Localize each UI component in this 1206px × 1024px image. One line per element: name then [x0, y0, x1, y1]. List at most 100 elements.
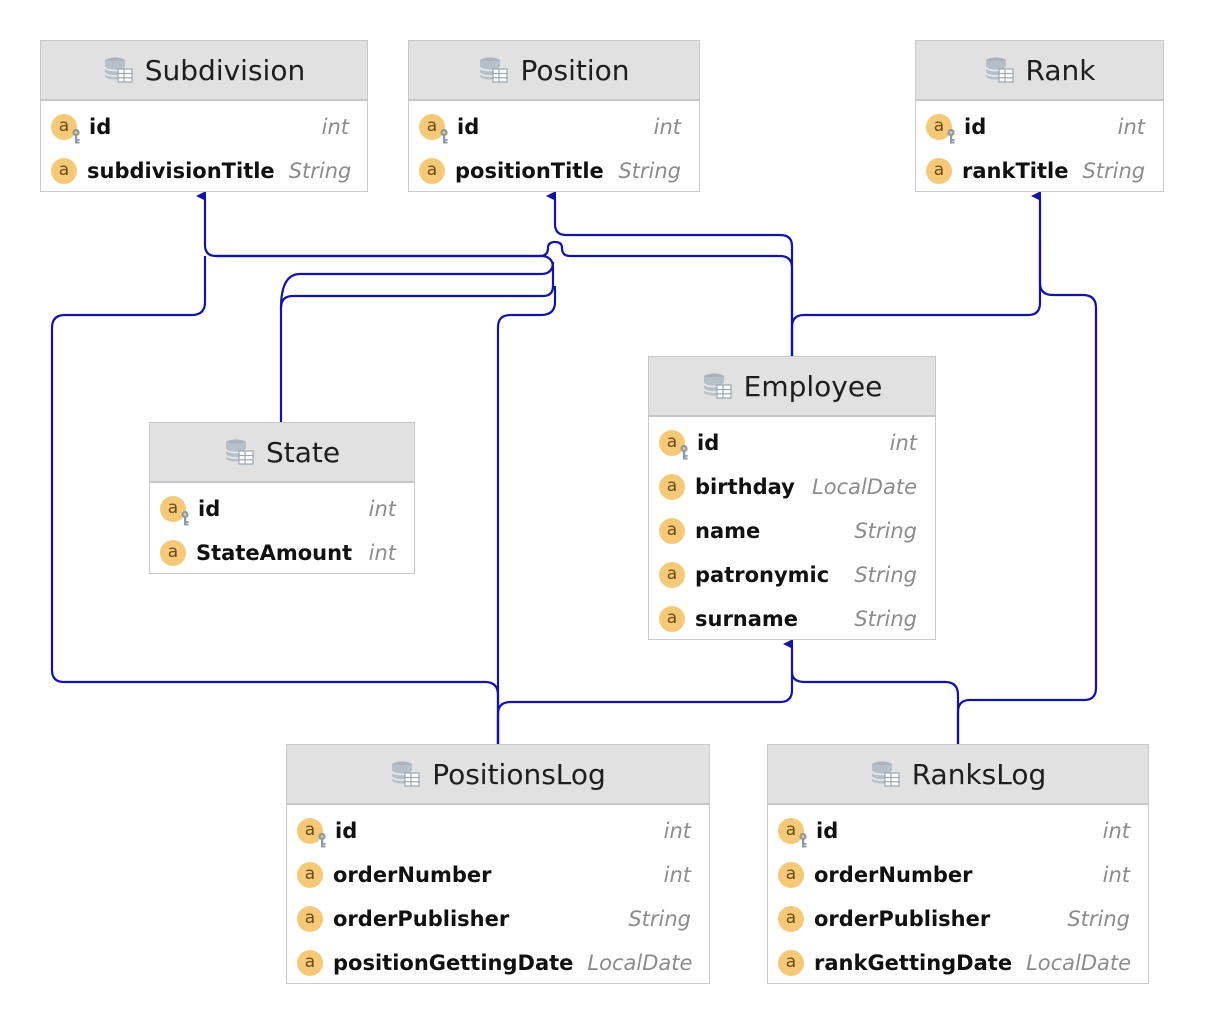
field-type: LocalDate	[587, 951, 693, 975]
database-table-icon	[479, 57, 509, 83]
field-type: int	[663, 863, 691, 887]
key-icon	[318, 832, 326, 848]
entity-header: PositionsLog	[287, 745, 709, 805]
field-type: String	[854, 563, 917, 587]
field-name: id	[335, 819, 358, 843]
field-name: orderNumber	[333, 863, 492, 887]
field-name: id	[816, 819, 839, 843]
entity-title: Subdivision	[144, 53, 306, 87]
field-name: subdivisionTitle	[87, 159, 275, 183]
field-name: orderPublisher	[814, 907, 991, 931]
database-table-icon	[702, 373, 732, 399]
key-icon	[72, 128, 80, 144]
database-table-icon	[104, 57, 133, 83]
field-badge-icon: a	[778, 862, 804, 888]
field-badge-icon: a	[160, 540, 186, 566]
field-name: id	[697, 431, 720, 455]
entity-title: Position	[520, 53, 630, 87]
field-badge-icon: a	[778, 950, 804, 976]
field-badge-icon: a	[659, 606, 685, 632]
field-type: int	[653, 115, 681, 139]
connector-rankslog-to-employee	[790, 671, 960, 744]
field-name: positionTitle	[455, 159, 604, 183]
database-table-icon	[391, 761, 420, 787]
field-type: int	[663, 819, 691, 843]
connector-positionslog-to-position	[496, 286, 557, 744]
field-type: int	[1102, 863, 1130, 887]
field-name: id	[457, 115, 480, 139]
entity-header: Rank	[916, 41, 1163, 101]
key-icon	[181, 510, 189, 526]
field-name: id	[198, 497, 221, 521]
connector-state-to-subdivision	[196, 191, 555, 422]
field-row[interactable]: a birthday LocalDate	[649, 465, 935, 509]
field-name: patronymic	[695, 563, 830, 587]
field-badge-icon: a	[778, 818, 807, 848]
database-table-icon	[225, 439, 254, 465]
entity-header: Subdivision	[41, 41, 367, 101]
field-badge-icon: a	[926, 114, 955, 144]
field-name: birthday	[695, 475, 795, 499]
field-badge-icon: a	[419, 158, 445, 184]
field-type: String	[618, 159, 681, 183]
connector-positionslog-to-subdivision	[50, 256, 500, 744]
field-badge-icon: a	[659, 518, 685, 544]
field-badge-icon: a	[659, 430, 688, 460]
field-row[interactable]: a rankGettingDate LocalDate	[768, 941, 1148, 985]
key-icon	[947, 128, 955, 144]
field-badge-icon: a	[926, 158, 952, 184]
field-name: rankGettingDate	[814, 951, 1013, 975]
field-type: String	[854, 607, 917, 631]
entity-title: RanksLog	[911, 757, 1047, 791]
field-type: LocalDate	[1026, 951, 1132, 975]
field-row[interactable]: a positionTitle String	[409, 149, 699, 193]
connector-rankslog-to-rank	[956, 240, 1098, 744]
field-name: id	[964, 115, 987, 139]
field-type: int	[321, 115, 349, 139]
field-type: String	[1082, 159, 1146, 183]
entity-header: State	[150, 423, 414, 483]
connector-state-to-position	[279, 261, 555, 309]
field-type: int	[368, 541, 396, 565]
field-type: LocalDate	[812, 475, 917, 499]
field-badge-icon: a	[419, 114, 448, 144]
entity-header: RanksLog	[768, 745, 1148, 805]
field-badge-icon: a	[778, 906, 804, 932]
field-name: positionGettingDate	[333, 951, 574, 975]
field-badge-icon: a	[659, 474, 685, 500]
key-icon	[440, 128, 448, 144]
entity-title: Rank	[1025, 53, 1096, 87]
connector-employee-to-position	[546, 191, 794, 356]
field-type: int	[1117, 115, 1145, 139]
entity-title: State	[265, 435, 341, 469]
